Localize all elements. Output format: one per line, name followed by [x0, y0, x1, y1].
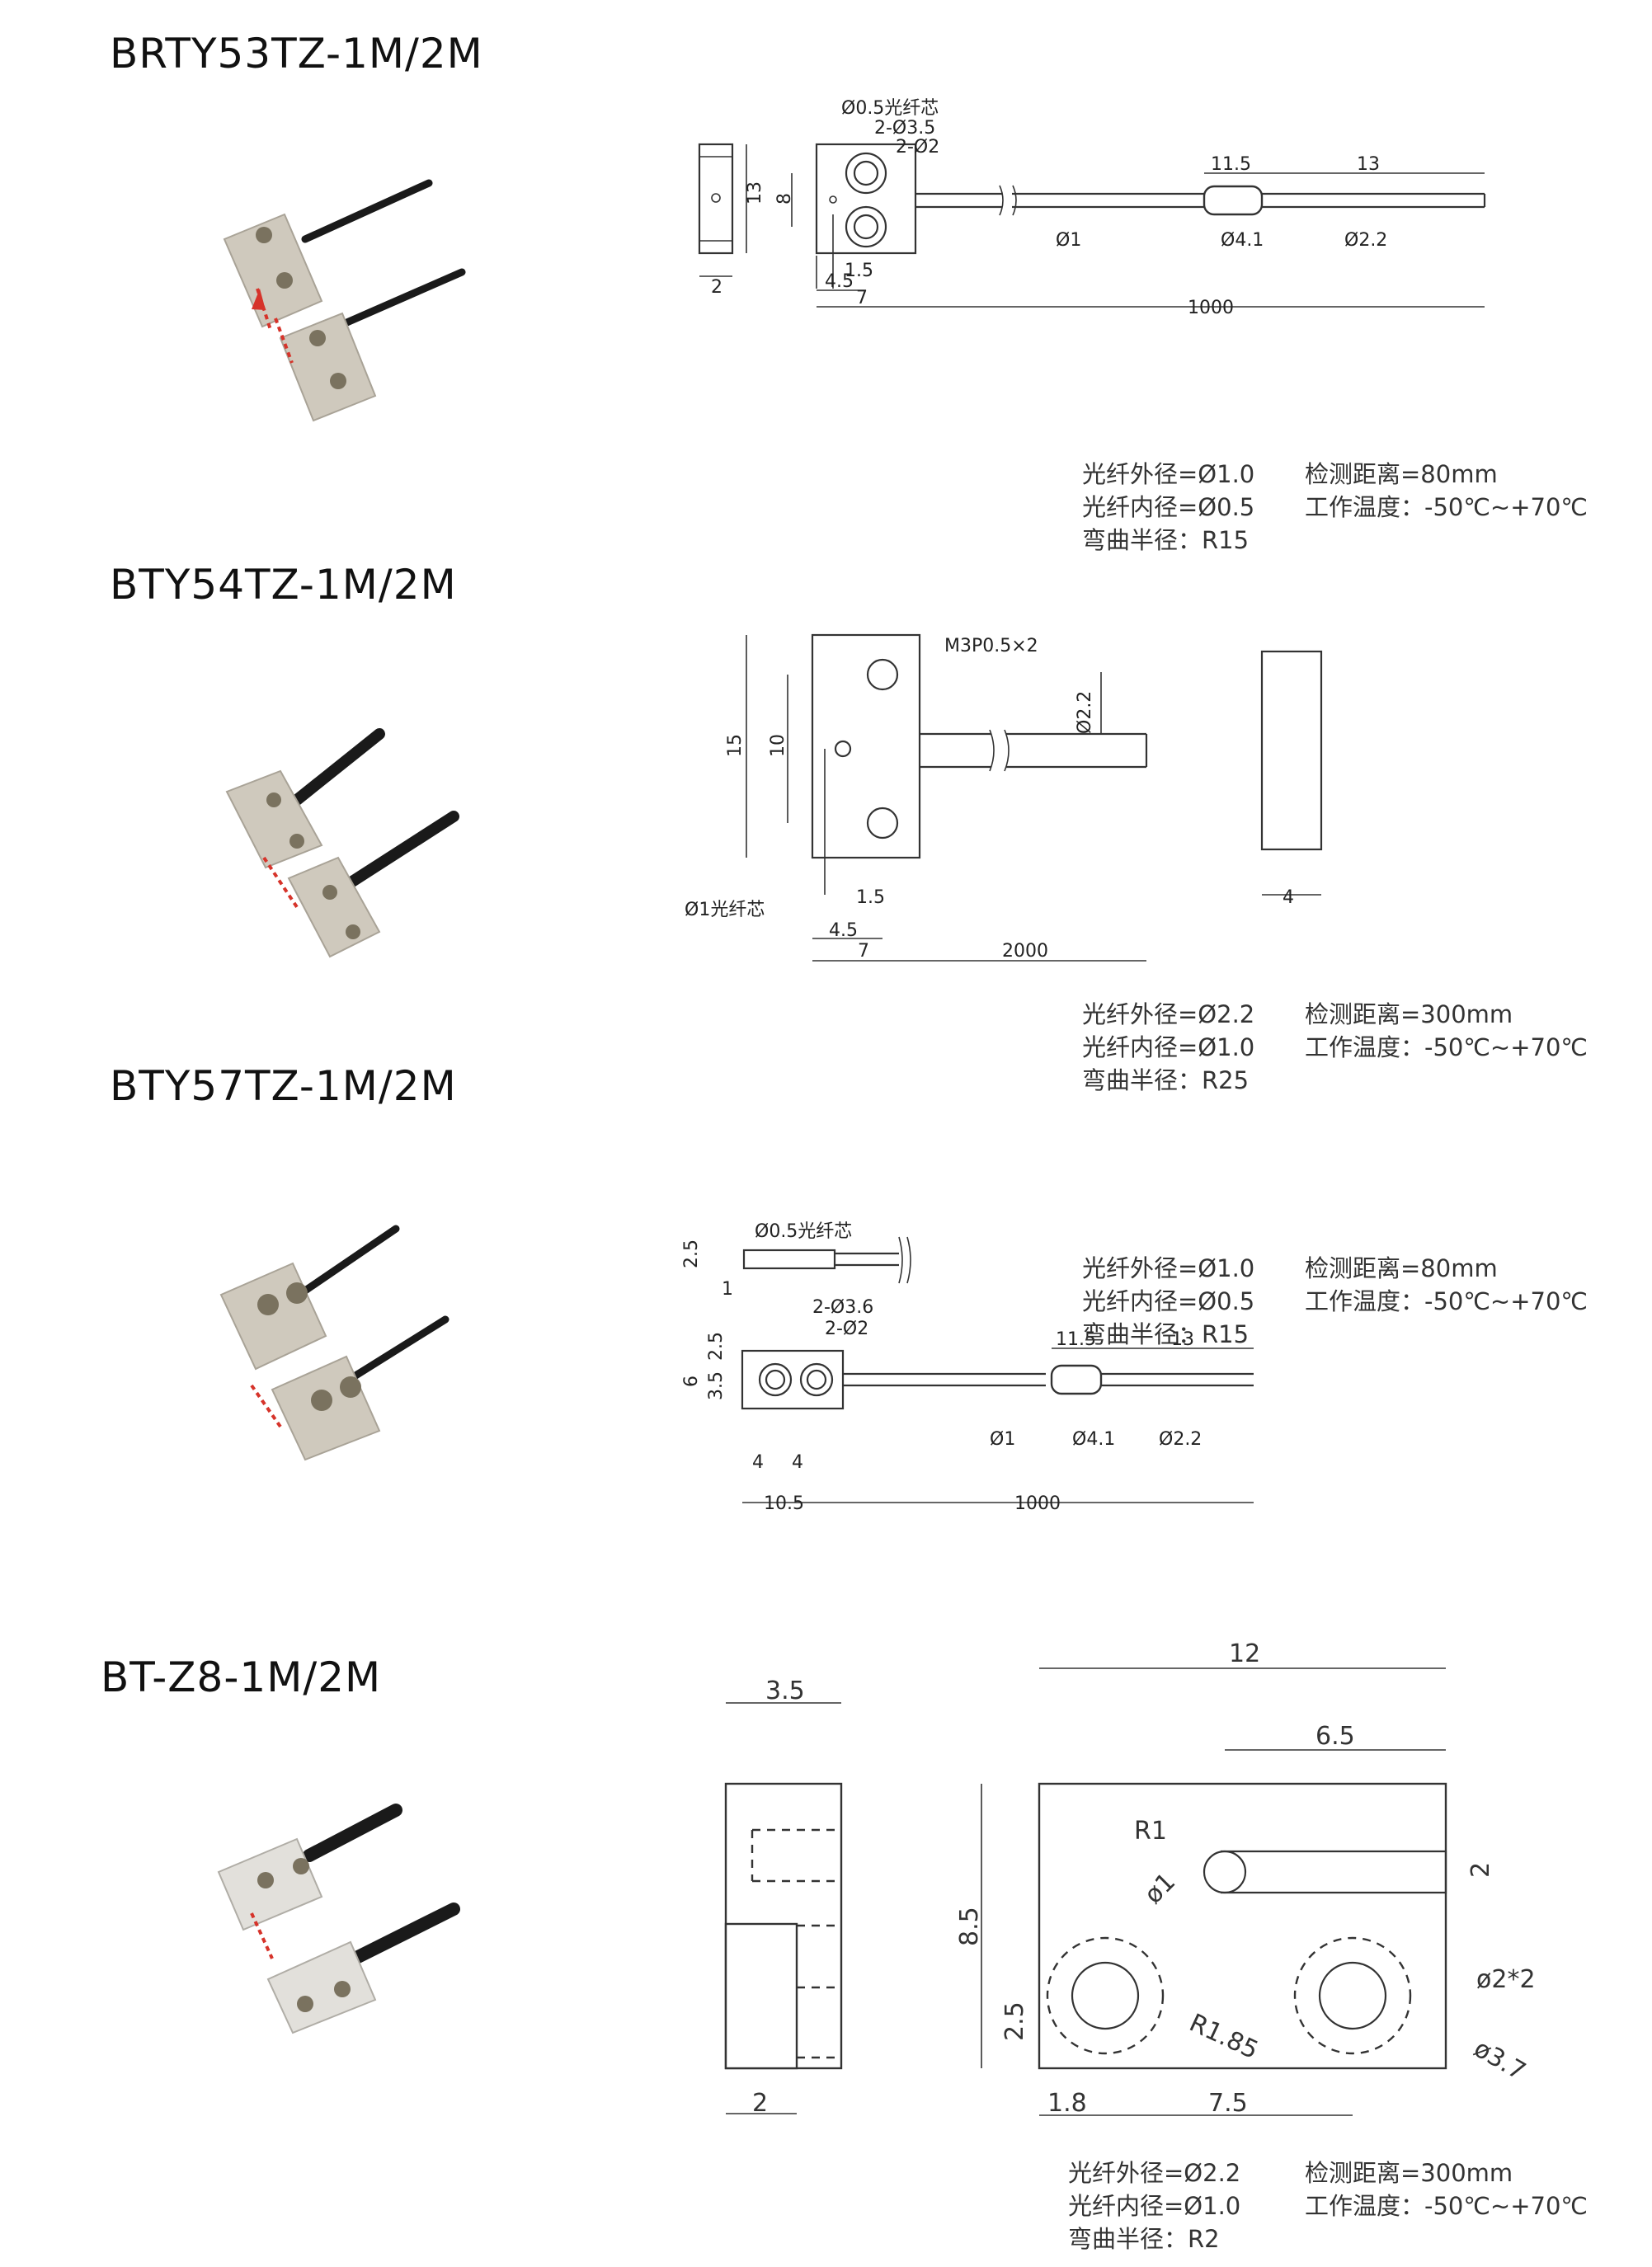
dim-2-right: 2	[1466, 1862, 1495, 1878]
section-3-title: BTY57TZ-1M/2M	[110, 1062, 457, 1110]
spec-block-4b: 检测距离=300mm 工作温度：-50℃~+70℃	[1305, 2156, 1588, 2222]
label-hole-2: 2-Ø2	[896, 137, 939, 158]
spec-block-2b: 检测距离=300mm 工作温度：-50℃~+70℃	[1305, 998, 1588, 1064]
dim-7: 7	[856, 288, 868, 308]
dim-11-5: 11.5	[1211, 154, 1251, 175]
dim-3-5: 3.5	[765, 1677, 805, 1705]
label-fiber-core: Ø1光纤芯	[685, 900, 765, 920]
product-photo-4	[217, 1804, 460, 2034]
label-thread: M3P0.5×2	[944, 636, 1038, 656]
spec-block-2: 光纤外径=Ø2.2 光纤内径=Ø1.0 弯曲半径：R25	[1082, 998, 1254, 1097]
spec-block-1: 光纤外径=Ø1.0 光纤内径=Ø0.5 弯曲半径：R15	[1082, 458, 1254, 557]
dim-1-5: 1.5	[856, 887, 885, 908]
dim-7: 7	[858, 941, 869, 962]
label-d2-2: Ø2.2	[1159, 1429, 1202, 1450]
spec-outer: 光纤外径=Ø1.0	[1082, 460, 1255, 488]
dim-2-5: 2.5	[1000, 2001, 1029, 2041]
drawing-4: 3.5 2 12 6.5 R1 ø1 2 8.5 2.5 ø2*2 R1.85 …	[724, 1639, 1536, 2118]
spec-distance: 检测距离=300mm	[1305, 1000, 1513, 1028]
label-holes: 2-Ø3.6	[812, 1297, 873, 1318]
drawing-3: Ø0.5光纤芯 2.5 1 2-Ø3.6 2-Ø2 2.5 6 3.5 4 4 …	[681, 1221, 1254, 1514]
label-fiber-core: Ø0.5光纤芯	[755, 1221, 852, 1242]
spec-outer: 光纤外径=Ø2.2	[1082, 1000, 1255, 1028]
dim-2-5-top: 2.5	[681, 1239, 702, 1268]
dim-4b: 4	[792, 1452, 803, 1473]
sensor-head-icon	[223, 213, 377, 422]
spec-block-3: 光纤外径=Ø1.0 光纤内径=Ø0.5 弯曲半径：R15	[1082, 1252, 1254, 1351]
dim-13: 13	[745, 181, 765, 205]
spec-temp: 工作温度：-50℃~+70℃	[1305, 493, 1588, 521]
dim-13: 13	[1171, 1329, 1194, 1350]
spec-block-3b: 检测距离=80mm 工作温度：-50℃~+70℃	[1305, 1252, 1588, 1318]
label-holes: 2-Ø3.5	[874, 118, 935, 139]
dim-7-5: 7.5	[1208, 2089, 1248, 2118]
spec-block-1b: 检测距离=80mm 工作温度：-50℃~+70℃	[1305, 458, 1588, 524]
spec-temp: 工作温度：-50℃~+70℃	[1305, 1287, 1588, 1315]
dim-6-5: 6.5	[1315, 1722, 1355, 1751]
product-photo-1	[223, 179, 466, 422]
spec-temp: 工作温度：-50℃~+70℃	[1305, 2192, 1588, 2220]
dim-1-8: 1.8	[1047, 2089, 1087, 2118]
dim-r1: R1	[1134, 1817, 1167, 1846]
dim-4-5: 4.5	[825, 271, 854, 292]
section-1-title: BRTY53TZ-1M/2M	[110, 30, 483, 78]
spec-block-4: 光纤外径=Ø2.2 光纤内径=Ø1.0 弯曲半径：R2	[1068, 2156, 1240, 2255]
label-d4-1: Ø4.1	[1221, 230, 1264, 251]
section-2-title: BTY54TZ-1M/2M	[110, 561, 457, 609]
spec-temp: 工作温度：-50℃~+70℃	[1305, 1033, 1588, 1061]
spec-inner: 光纤内径=Ø1.0	[1082, 1033, 1255, 1061]
dim-13-cable: 13	[1357, 154, 1380, 175]
section-4-title: BT-Z8-1M/2M	[101, 1653, 382, 1701]
label-d2-2: Ø2.2	[1344, 230, 1387, 251]
dim-10: 10	[768, 734, 788, 757]
spec-distance: 检测距离=80mm	[1305, 460, 1498, 488]
dim-8-5: 8.5	[955, 1907, 984, 1946]
label-d4-1: Ø4.1	[1072, 1429, 1115, 1450]
spec-inner: 光纤内径=Ø0.5	[1082, 493, 1255, 521]
dim-1000: 1000	[1188, 298, 1234, 318]
spec-bend: 弯曲半径：R15	[1082, 1320, 1250, 1348]
dim-3-5: 3.5	[706, 1371, 727, 1400]
label-fiber-core: Ø0.5光纤芯	[841, 98, 939, 119]
label-d1: Ø1	[1056, 230, 1081, 251]
dim-2: 2	[752, 2089, 768, 2118]
drawing-2: 15 10 Ø2.2 M3P0.5×2 Ø1光纤芯 1.5 4.5 7 2000…	[685, 633, 1323, 962]
spec-distance: 检测距离=300mm	[1305, 2159, 1513, 2187]
product-photo-3	[219, 1225, 449, 1461]
dim-4: 4	[1283, 887, 1294, 908]
label-hole-2: 2-Ø2	[825, 1319, 868, 1339]
label-d1: Ø1	[990, 1429, 1015, 1450]
dim-15: 15	[725, 734, 746, 757]
cable-icon	[301, 179, 466, 334]
dim-4-5: 4.5	[829, 920, 858, 941]
dim-2: 2	[711, 277, 722, 298]
dim-4a: 4	[752, 1452, 764, 1473]
dim-12: 12	[1229, 1639, 1260, 1668]
dim-6: 6	[681, 1376, 702, 1387]
dim-1000: 1000	[1014, 1493, 1061, 1514]
dim-d3-7: ø3.7	[1469, 2034, 1531, 2086]
spec-bend: 弯曲半径：R15	[1082, 526, 1250, 554]
dim-8: 8	[774, 193, 795, 205]
dim-2-5: 2.5	[706, 1332, 727, 1361]
spec-outer: 光纤外径=Ø1.0	[1082, 1254, 1255, 1282]
drawing-1: 13 8 2 1.5 4.5 7 1000 11.5 13 Ø0.5光纤芯 2-…	[698, 98, 1486, 318]
label-hole: ø2*2	[1476, 1965, 1536, 1994]
dim-11-5: 11.5	[1056, 1329, 1096, 1350]
dim-1-5: 1.5	[845, 261, 873, 281]
dim-1: 1	[722, 1279, 733, 1300]
spec-bend: 弯曲半径：R25	[1082, 1066, 1250, 1094]
dim-10-5: 10.5	[764, 1493, 804, 1514]
spec-bend: 弯曲半径：R2	[1068, 2225, 1220, 2253]
spec-inner: 光纤内径=Ø1.0	[1068, 2192, 1241, 2220]
spec-distance: 检测距离=80mm	[1305, 1254, 1498, 1282]
dim-2000: 2000	[1002, 941, 1048, 962]
spec-outer: 光纤外径=Ø2.2	[1068, 2159, 1241, 2187]
product-photo-2	[225, 728, 459, 958]
spec-inner: 光纤内径=Ø0.5	[1082, 1287, 1255, 1315]
label-d2-2: Ø2.2	[1075, 691, 1095, 734]
